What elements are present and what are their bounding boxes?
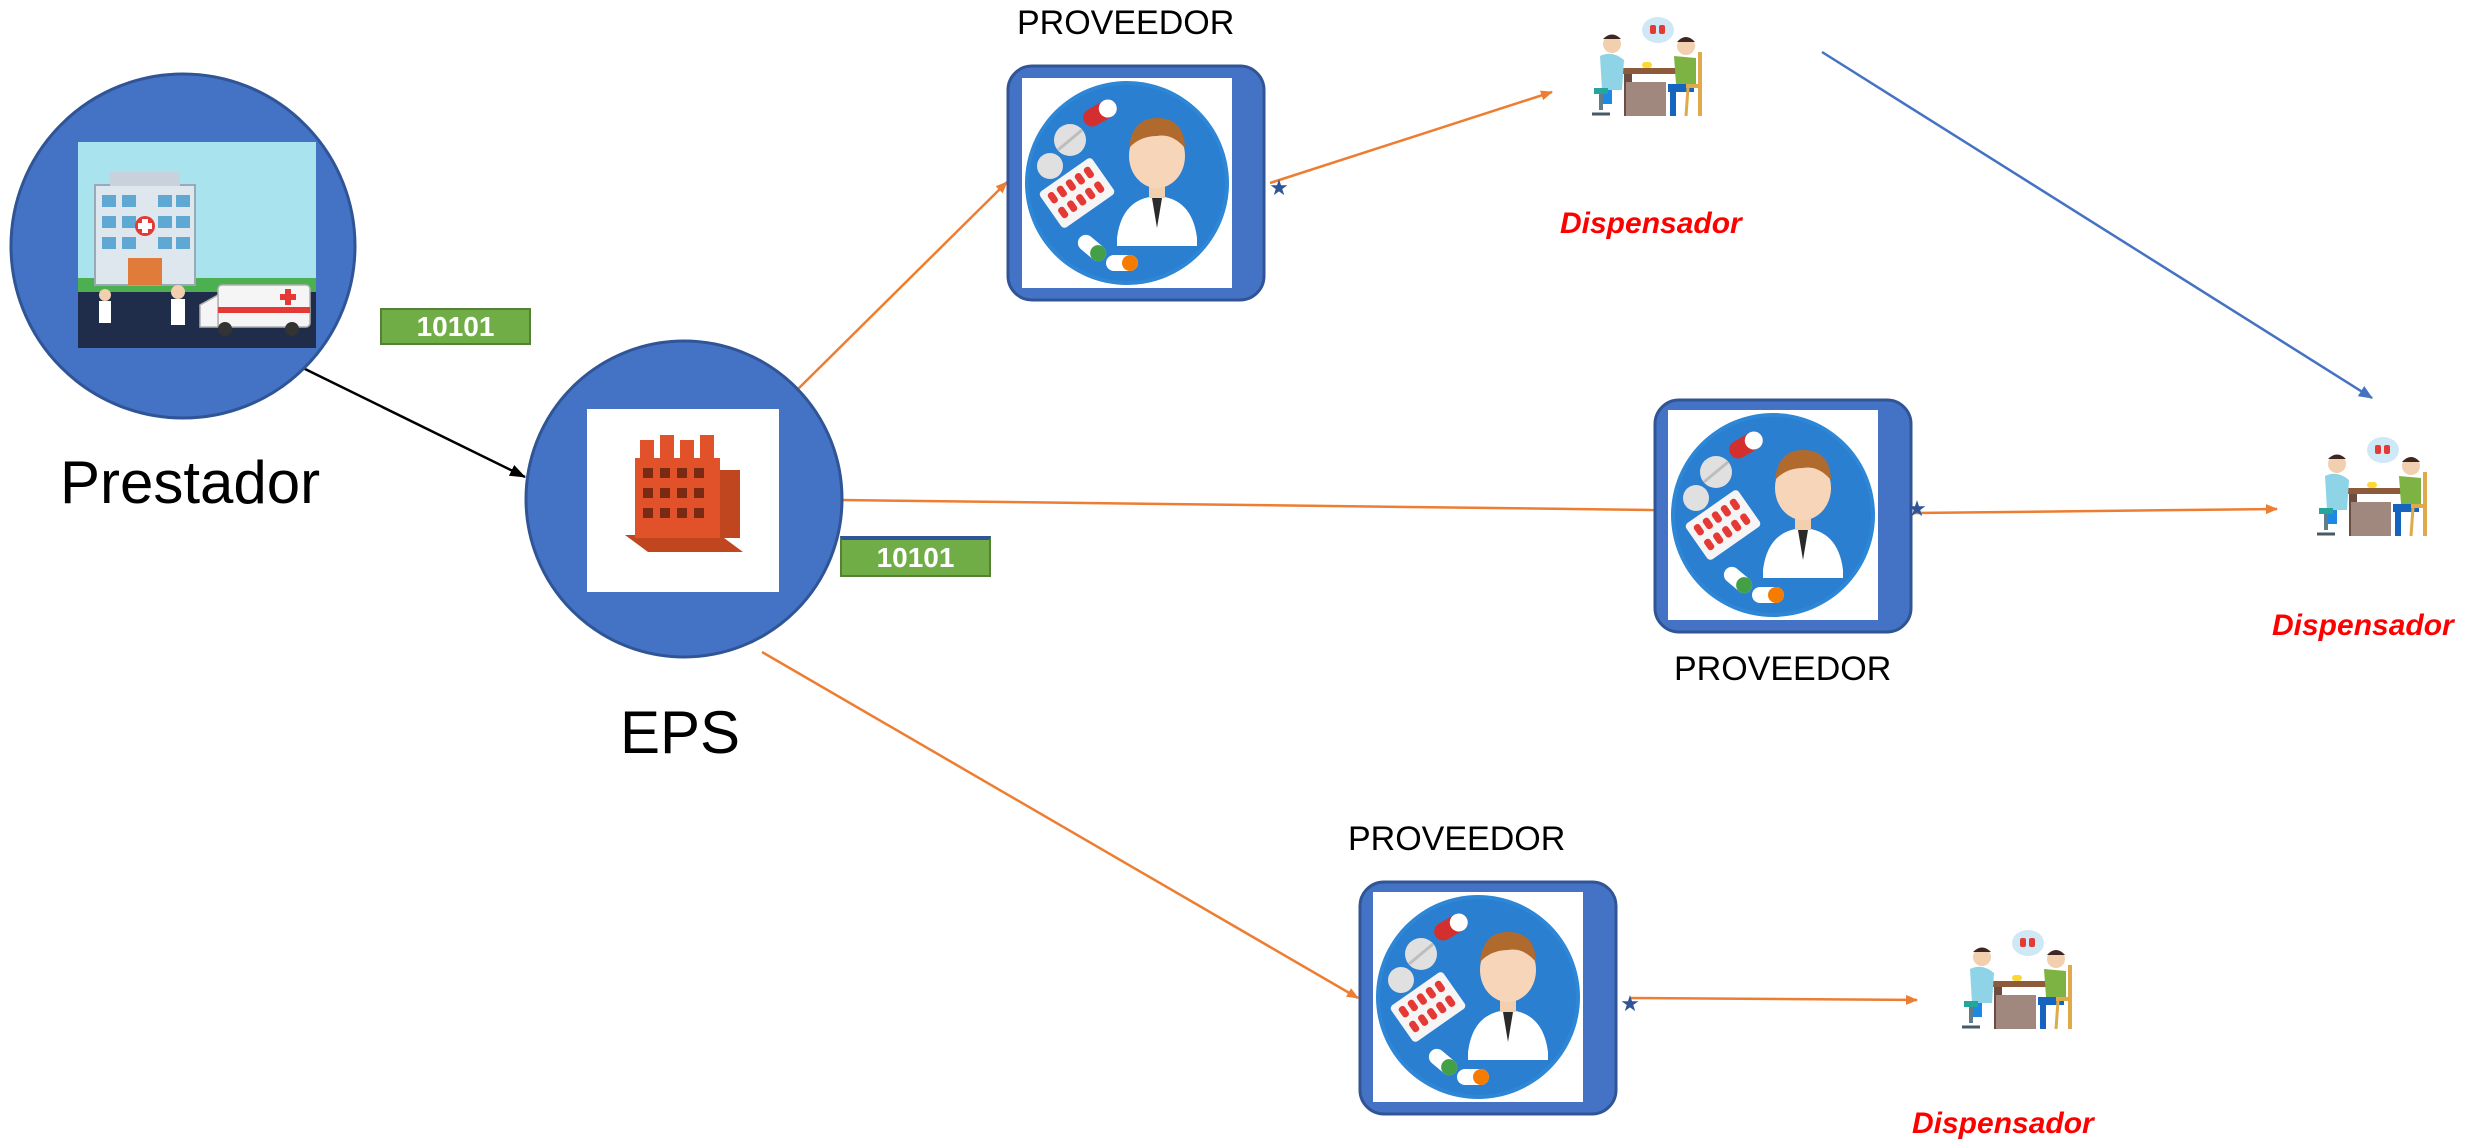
proveedor-mid-label: PROVEEDOR xyxy=(1674,650,1892,688)
arrow-eps-to-proveedor-mid xyxy=(839,498,1656,512)
arrow-proveedor-mid-to-dispensador xyxy=(1914,504,2278,515)
dispensador-top-label: Dispensador xyxy=(1560,207,1742,240)
factory-building-icon xyxy=(587,409,779,592)
eps-code-badge: 10101 xyxy=(840,536,991,577)
arrow-eps-to-proveedor-bottom xyxy=(761,650,1359,1000)
dispensador-bottom-icon xyxy=(1960,928,2074,1031)
arrow-proveedor-top-to-dispensador xyxy=(1269,90,1553,185)
star-icon: ★ xyxy=(1620,991,1640,1016)
dispensador-right-label: Dispensador xyxy=(2272,609,2454,642)
prestador-label: Prestador xyxy=(60,449,321,516)
proveedor-mid-node xyxy=(1653,398,1913,634)
proveedor-bottom-node xyxy=(1358,880,1618,1116)
hospital-with-ambulance-icon xyxy=(78,142,316,348)
proveedor-top-node xyxy=(1006,64,1266,302)
proveedor-top-label: PROVEEDOR xyxy=(1017,4,1235,42)
arrow-eps-to-proveedor-top xyxy=(796,181,1008,391)
arrow-proveedor-bottom-to-dispensador xyxy=(1629,994,1918,1005)
arrow-dispensador-top-to-right xyxy=(1821,50,2373,400)
dispensador-bottom-label: Dispensador xyxy=(1912,1107,2094,1140)
eps-node xyxy=(524,339,844,659)
prestador-node xyxy=(9,72,357,420)
proveedor-bottom-label: PROVEEDOR xyxy=(1348,820,1566,858)
star-icon: ★ xyxy=(1269,175,1289,200)
dispensador-right-icon xyxy=(2315,435,2429,538)
eps-label: EPS xyxy=(620,699,741,766)
dispensador-top-icon xyxy=(1590,15,1704,118)
prestador-code-badge: 10101 xyxy=(380,308,531,345)
arrow-prestador-to-eps xyxy=(302,366,526,479)
star-icon: ★ xyxy=(1907,496,1927,521)
